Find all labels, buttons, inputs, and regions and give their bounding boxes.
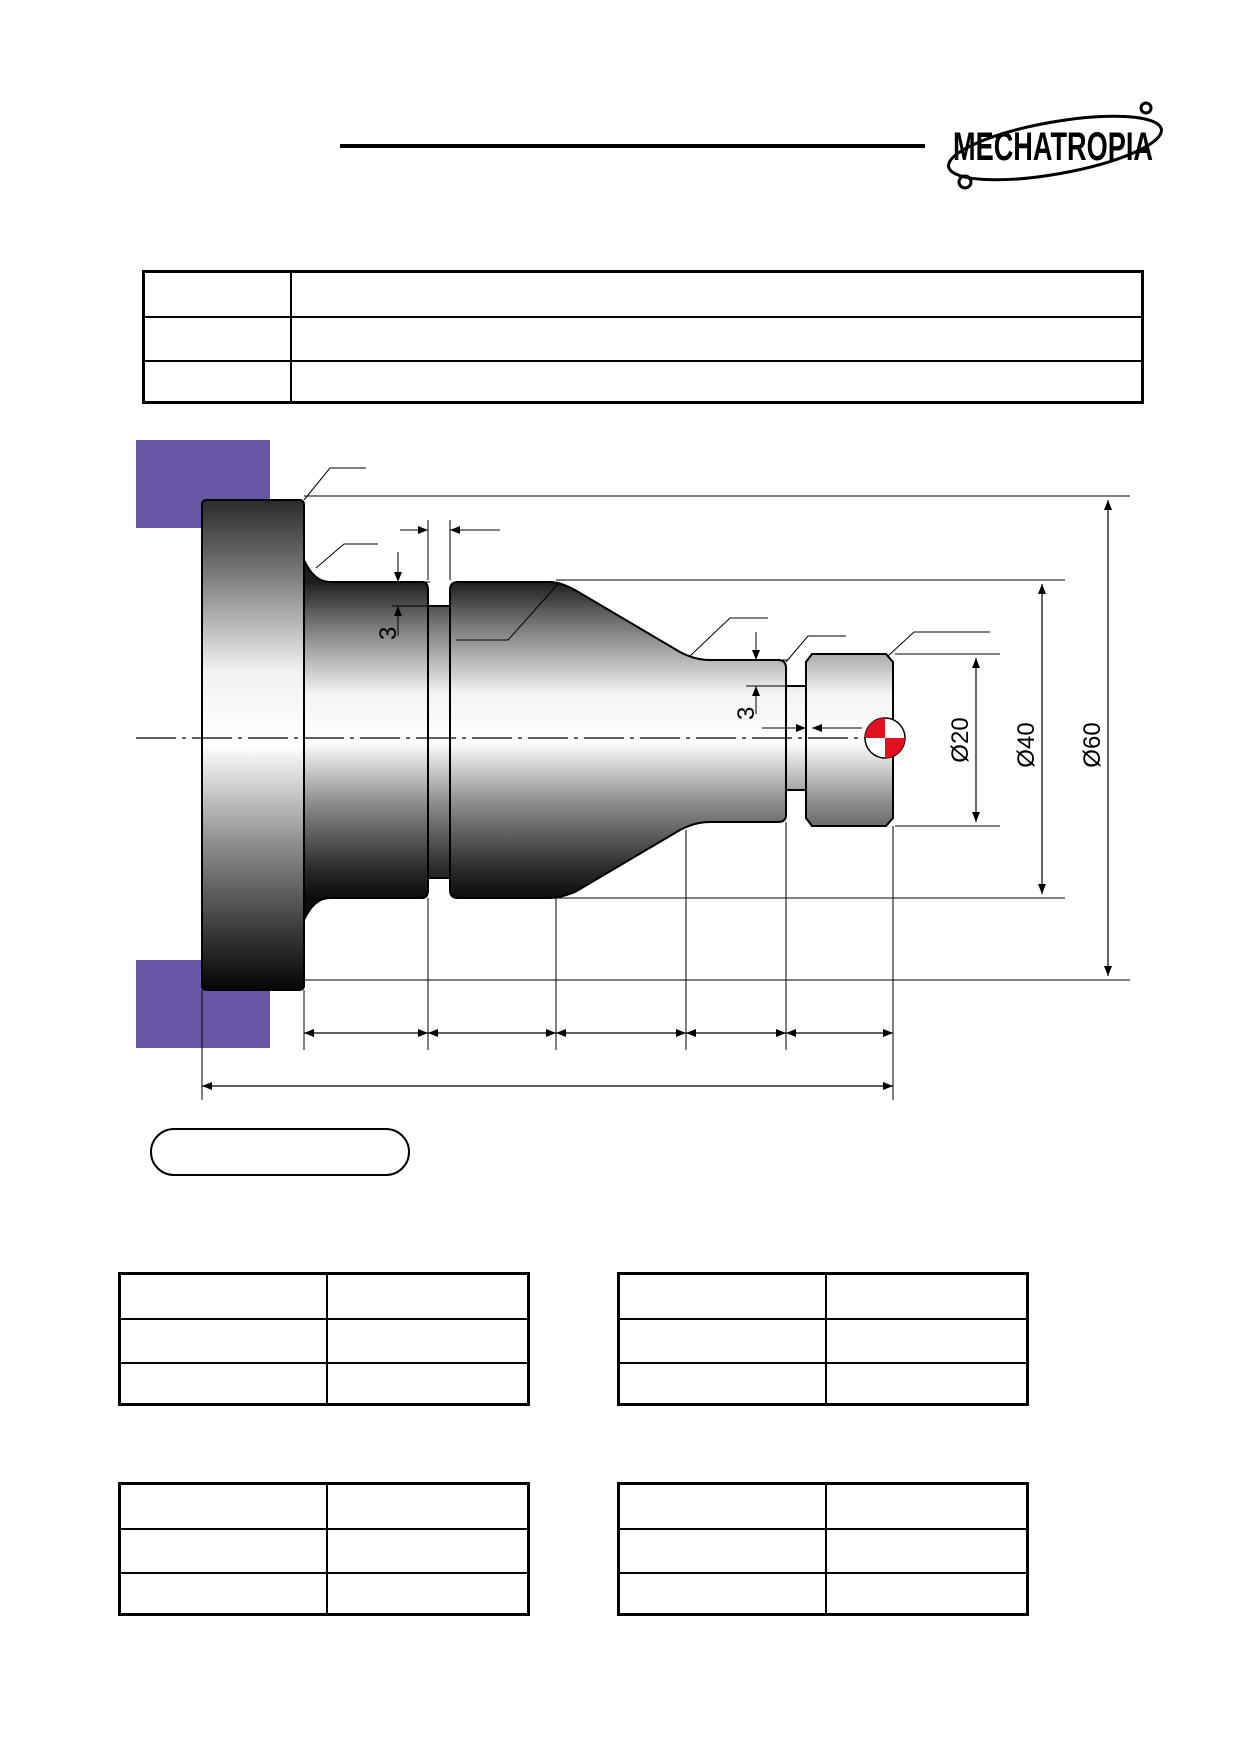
table-row-divider: [121, 1318, 527, 1320]
dim-label-d60: Ø60: [1079, 722, 1106, 767]
table-divider: [825, 1275, 827, 1403]
table-row-divider: [145, 360, 1141, 362]
logo-wordmark: MECHATROPIA: [953, 125, 1153, 169]
table-divider: [326, 1485, 328, 1613]
table-row-divider: [620, 1362, 1026, 1364]
table-divider: [326, 1275, 328, 1403]
table-row-divider: [620, 1528, 1026, 1530]
origin-marker-icon: [864, 717, 906, 759]
dim-label-d40: Ø40: [1013, 722, 1040, 767]
leader-collar-chamfer: [887, 631, 990, 657]
header-rule: [340, 144, 925, 148]
origin-marker-quadrant: [885, 738, 905, 758]
header-info-table: [142, 270, 1144, 404]
mechatropia-logo: MECHATROPIA: [935, 100, 1175, 200]
groove-1: [427, 605, 451, 879]
logo-graphic: MECHATROPIA: [947, 101, 1163, 190]
table-row-divider: [145, 316, 1141, 318]
logo-orbit: [947, 114, 1163, 182]
main-body-taper: [449, 581, 787, 899]
leader-taper-radius: [456, 583, 559, 641]
table-row-divider: [620, 1572, 1026, 1574]
table-divider: [825, 1485, 827, 1613]
leader-shoulder-radius: [315, 543, 378, 569]
logo-orbit-dot: [957, 174, 973, 190]
data-table-2: [617, 1272, 1029, 1406]
dim-label-d20: Ø20: [947, 717, 974, 762]
table-row-divider: [121, 1528, 527, 1530]
data-table-4: [617, 1482, 1029, 1616]
logo-orbit-dot: [1139, 101, 1153, 115]
drawing-canvas: Ø60 Ø40 Ø20 3 3: [136, 440, 1130, 1100]
data-table-1: [118, 1272, 530, 1406]
data-table-3: [118, 1482, 530, 1616]
origin-marker-quadrant: [865, 718, 885, 738]
dim-label-groove2-depth: 3: [733, 707, 760, 720]
leader-groove-chamfer: [785, 635, 846, 663]
table-row-divider: [121, 1362, 527, 1364]
table-divider: [290, 273, 292, 401]
shoulder-section: [303, 559, 429, 921]
end-collar: [805, 653, 894, 827]
label-box: [150, 1128, 410, 1176]
table-row-divider: [620, 1318, 1026, 1320]
leader-flange-chamfer: [303, 467, 366, 501]
turning-part-drawing: Ø60 Ø40 Ø20 3 3: [0, 420, 1241, 1120]
flange-section: [201, 499, 305, 991]
leader-taper-end-radius: [689, 617, 768, 657]
dim-label-groove1-depth: 3: [375, 627, 402, 640]
table-row-divider: [121, 1572, 527, 1574]
